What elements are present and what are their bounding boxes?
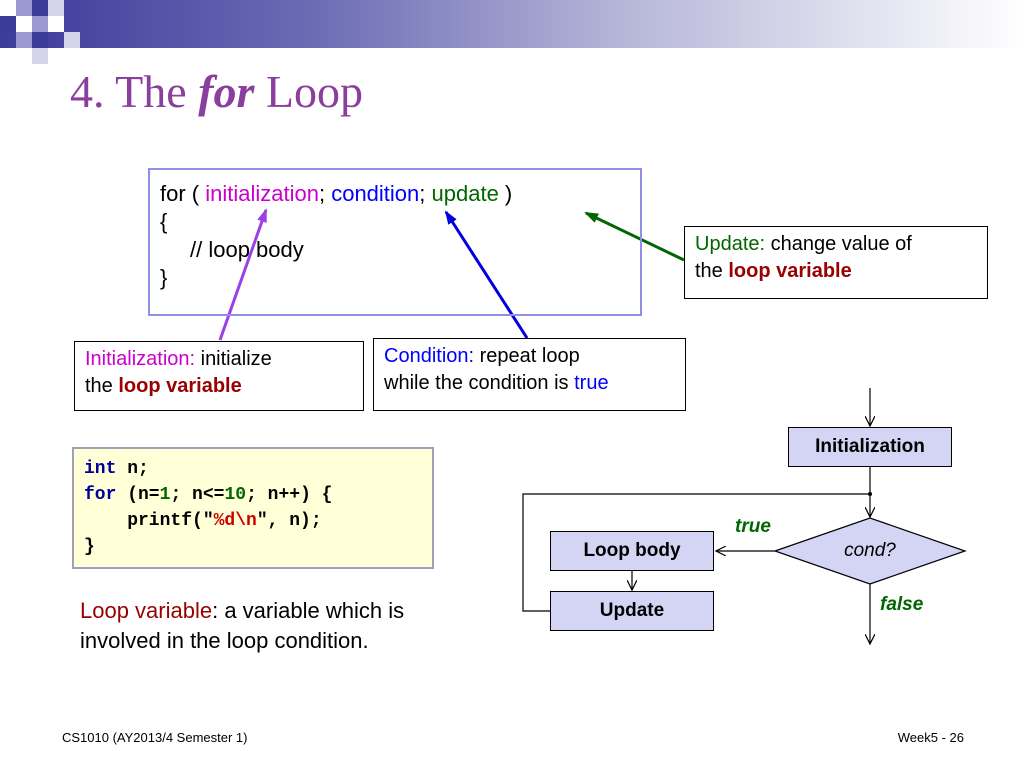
code-line-2: for (n=1; n<=10; n++) { bbox=[84, 485, 333, 505]
footer-course: CS1010 (AY2013/4 Semester 1) bbox=[62, 730, 248, 745]
flowchart-initialization: Initialization bbox=[788, 427, 952, 467]
flowchart-condition-label: cond? bbox=[844, 540, 896, 561]
header-gradient-bar bbox=[0, 0, 1024, 48]
header-squares-logo bbox=[0, 0, 80, 64]
syntax-line-1: for ( initialization; condition; update … bbox=[160, 181, 513, 206]
flowchart-update: Update bbox=[550, 591, 714, 631]
loop-variable-definition: Loop variable: a variable which is invol… bbox=[80, 598, 405, 653]
syntax-condition: condition bbox=[331, 181, 420, 206]
condition-callout: Condition: repeat loop while the conditi… bbox=[373, 338, 686, 411]
code-example: int n; for (n=1; n<=10; n++) { printf("%d… bbox=[72, 447, 434, 569]
for-syntax-box: for ( initialization; condition; update … bbox=[148, 168, 642, 316]
syntax-update: update bbox=[431, 181, 499, 206]
flowchart-true-label: true bbox=[735, 516, 771, 537]
init-arrow bbox=[218, 208, 268, 341]
footer-page-number: Week5 - 26 bbox=[897, 730, 964, 745]
title-keyword: for bbox=[198, 66, 255, 117]
initialization-callout: Initialization: initialize the loop vari… bbox=[74, 341, 364, 411]
slide-title: 4. The for Loop bbox=[70, 62, 363, 122]
syntax-line-4: } bbox=[160, 265, 168, 290]
flowchart-false-label: false bbox=[880, 594, 924, 615]
code-line-1: int n; bbox=[84, 459, 149, 479]
fc-loop-back bbox=[522, 493, 868, 612]
title-prefix: 4. The bbox=[70, 66, 199, 117]
flowchart-loop-body: Loop body bbox=[550, 531, 714, 571]
fc-cond-diamond bbox=[773, 517, 967, 585]
syntax-line-2: { bbox=[160, 209, 168, 234]
syntax-initialization: initialization bbox=[205, 181, 319, 206]
code-line-4: } bbox=[84, 537, 95, 557]
code-line-3: printf("%d\n", n); bbox=[84, 511, 322, 531]
update-arrow bbox=[584, 211, 685, 262]
update-callout: Update: change value of the loop variabl… bbox=[684, 226, 988, 299]
syntax-line-3: // loop body bbox=[190, 237, 304, 262]
title-suffix: Loop bbox=[254, 66, 364, 117]
cond-arrow bbox=[444, 210, 529, 339]
